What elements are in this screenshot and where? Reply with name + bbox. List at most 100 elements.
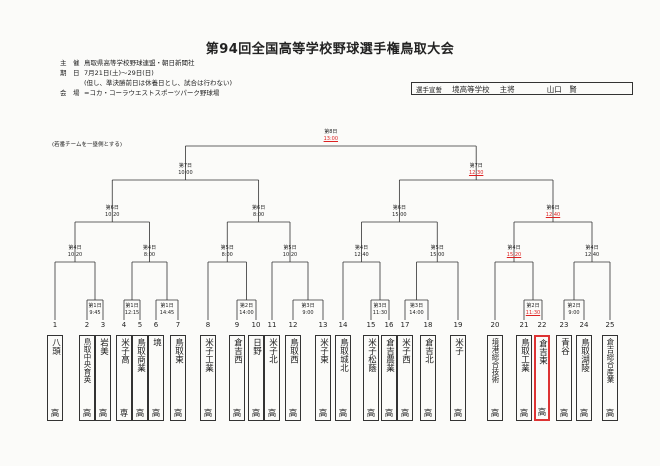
info-venue: 会 場=コカ・コーラウエストスポーツパーク野球場: [60, 89, 220, 97]
team-number: 16: [384, 321, 394, 329]
game-time: 12:30: [468, 170, 484, 176]
game-time: 8:00: [143, 252, 156, 258]
team-number: 18: [423, 321, 433, 329]
team-box-9: 倉吉西高: [229, 335, 245, 421]
team-name: 鳥取中央育英: [82, 338, 92, 383]
team-name: 日野: [251, 338, 262, 355]
info-sponsor: 主 催鳥取県高等学校野球連盟・朝日新聞社: [60, 59, 195, 67]
team-box-13: 米子東高: [315, 335, 331, 421]
team-suffix: 高: [366, 408, 376, 419]
team-name: 倉吉東: [537, 339, 548, 365]
info-rest-note: (但し、準決勝前日は休養日とし、試合は行わない): [84, 79, 233, 87]
game-day: 第1日: [160, 303, 174, 309]
team-name: 鳥取西: [288, 338, 299, 364]
team-name: 鳥取城北: [338, 338, 349, 372]
team-number: 11: [267, 321, 277, 329]
team-number: 5: [137, 321, 143, 329]
team-name: 倉吉北: [423, 338, 434, 364]
oath-label: 選手宣誓: [416, 86, 442, 94]
team-suffix: 高: [251, 408, 261, 419]
team-suffix: 高: [203, 408, 213, 419]
team-number: 22: [537, 321, 547, 329]
team-suffix: 高: [559, 408, 569, 419]
team-name: 岩美: [98, 338, 109, 355]
team-number: 9: [234, 321, 240, 329]
team-box-23: 青谷高: [556, 335, 572, 421]
game-day: 第1日: [88, 303, 102, 309]
team-box-6: 境高: [148, 335, 164, 421]
team-suffix: 高: [453, 408, 463, 419]
team-number: 2: [84, 321, 90, 329]
game-day: 第7日: [178, 163, 193, 169]
team-suffix: 高: [82, 408, 92, 419]
team-suffix: 高: [98, 408, 108, 419]
game-time: 9:00: [302, 310, 314, 316]
game-time: 9:45: [89, 310, 101, 316]
team-box-22: 倉吉東高: [534, 335, 550, 421]
team-number: 19: [453, 321, 463, 329]
game-day: 第4日: [585, 245, 599, 251]
team-name: 米子東: [318, 338, 329, 364]
team-box-16: 倉吉農業高: [381, 335, 397, 421]
team-box-15: 米子松蔭高: [363, 335, 379, 421]
game-time: 15:20: [506, 252, 522, 258]
team-number: 20: [490, 321, 500, 329]
game-day: 第6日: [105, 205, 119, 211]
team-number: 21: [519, 321, 529, 329]
game-day: 第4日: [507, 245, 521, 251]
team-number: 25: [605, 321, 615, 329]
team-box-14: 鳥取城北高: [335, 335, 351, 421]
game-day: 第5日: [283, 245, 297, 251]
game-time: 14:00: [239, 310, 254, 316]
team-name: 米子工業: [203, 338, 214, 372]
team-suffix: 高: [318, 408, 328, 419]
team-box-2: 鳥取中央育英高: [79, 335, 95, 421]
game-day: 第3日: [301, 303, 315, 309]
team-name: 鳥取東: [173, 338, 184, 364]
game-time: 14:45: [159, 310, 175, 316]
game-time: 9:00: [568, 310, 580, 316]
team-name: 鳥取工業: [519, 338, 530, 372]
game-time: 14:00: [409, 310, 424, 316]
team-suffix: 高: [288, 408, 298, 419]
team-suffix: 高: [267, 408, 277, 419]
team-number: 13: [318, 321, 328, 329]
game-day: 第6日: [252, 205, 266, 211]
game-time: 12:15: [124, 310, 140, 316]
team-number: 1: [52, 321, 58, 329]
game-time: 10:00: [178, 170, 193, 176]
game-time: 13:00: [323, 136, 339, 142]
team-number: 14: [338, 321, 348, 329]
team-name: 鳥取湖陵: [579, 338, 590, 372]
game-day: 第7日: [469, 163, 483, 169]
game-time: 11:30: [525, 310, 541, 316]
team-number: 6: [153, 321, 159, 329]
game-day: 第3日: [373, 303, 387, 309]
team-suffix: 高: [490, 408, 500, 419]
team-box-3: 岩美高: [95, 335, 111, 421]
game-time: 10:20: [282, 252, 298, 258]
team-box-4: 米子高専: [116, 335, 132, 421]
team-suffix: 高: [400, 408, 410, 419]
team-name: 倉吉西: [232, 338, 243, 364]
team-name: 八頭: [50, 338, 61, 355]
game-day: 第4日: [354, 245, 369, 251]
team-suffix: 高: [605, 408, 615, 419]
team-box-1: 八頭高: [47, 335, 63, 421]
game-time: 10:20: [67, 252, 83, 258]
team-name: 米子西: [400, 338, 411, 364]
team-suffix: 高: [135, 408, 145, 419]
team-box-5: 鳥取商業高: [132, 335, 148, 421]
